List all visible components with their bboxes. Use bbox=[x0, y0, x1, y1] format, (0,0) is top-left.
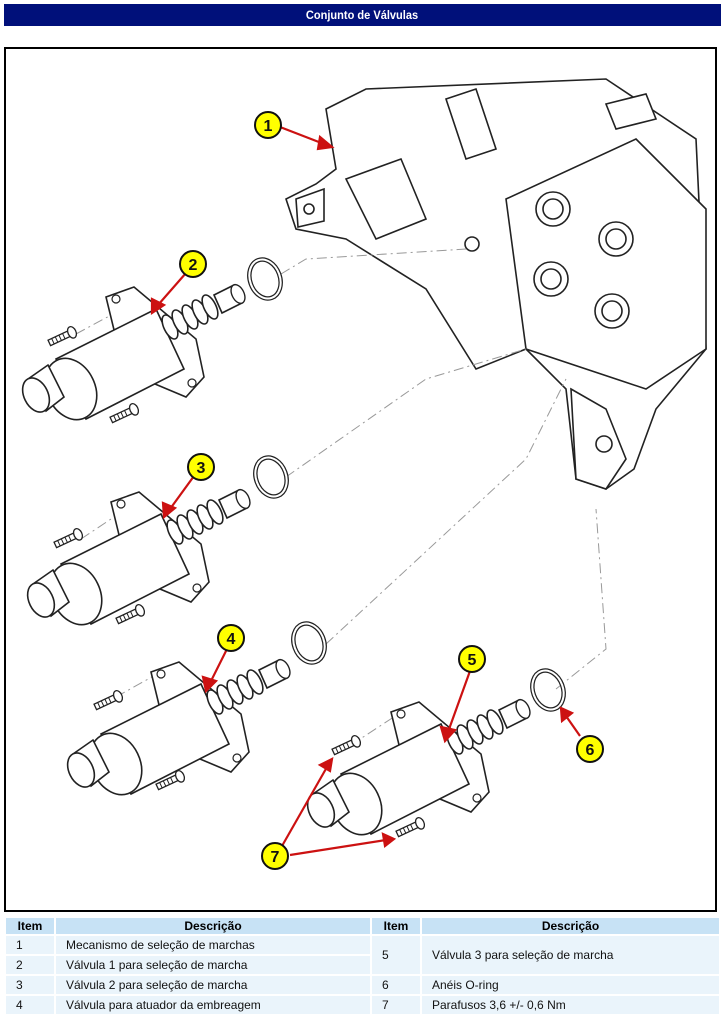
gear-selection-mechanism bbox=[285, 78, 707, 490]
legend-desc: Mecanismo de seleção de marchas bbox=[56, 936, 370, 954]
exploded-view-drawing: 1 2 3 4 5 6 7 bbox=[16, 78, 707, 870]
callout-number: 2 bbox=[189, 257, 198, 274]
legend-desc: Válvula 1 para seleção de marcha bbox=[56, 956, 370, 974]
legend-item: 4 bbox=[6, 996, 54, 1014]
legend-desc: Parafusos 3,6 +/- 0,6 Nm bbox=[422, 996, 719, 1014]
legend-row: 2 Válvula 1 para seleção de marcha bbox=[6, 956, 719, 974]
callout-5: 5 bbox=[458, 645, 486, 673]
header-desc-right: Descrição bbox=[422, 918, 719, 934]
legend-row: 4 Válvula para atuador da embreagem 7 Pa… bbox=[6, 996, 719, 1014]
legend-item: 7 bbox=[372, 996, 420, 1014]
valve-assembly-figure: 1 2 3 4 5 6 7 bbox=[4, 47, 717, 912]
callout-number: 7 bbox=[271, 849, 280, 866]
o-ring bbox=[288, 619, 330, 667]
legend-row: 1 Mecanismo de seleção de marchas 5 Válv… bbox=[6, 936, 719, 974]
legend-header-row: Item Descrição Item Descrição bbox=[6, 918, 719, 934]
title-bar: Conjunto de Válvulas bbox=[4, 4, 721, 26]
header-item-right: Item bbox=[372, 918, 420, 934]
callout-1: 1 bbox=[254, 111, 282, 139]
legend-item: 2 bbox=[6, 956, 54, 974]
header-item-left: Item bbox=[6, 918, 54, 934]
bolt bbox=[92, 688, 125, 714]
callout-3: 3 bbox=[187, 453, 215, 481]
callout-number: 6 bbox=[586, 742, 595, 759]
legend-desc: Válvula 2 para seleção de marcha bbox=[56, 976, 370, 994]
o-ring bbox=[250, 453, 292, 501]
callout-number: 1 bbox=[264, 118, 273, 135]
legend-item: 5 bbox=[372, 936, 420, 974]
callout-number: 3 bbox=[197, 460, 206, 477]
callout-7: 7 bbox=[261, 842, 289, 870]
legend-item: 3 bbox=[6, 976, 54, 994]
legend-row: 3 Válvula 2 para seleção de marcha 6 Ané… bbox=[6, 976, 719, 994]
callout-number: 5 bbox=[468, 652, 477, 669]
o-ring bbox=[527, 666, 569, 714]
legend-desc: Válvula para atuador da embreagem bbox=[56, 996, 370, 1014]
legend-table: Item Descrição Item Descrição 1 Mecanism… bbox=[4, 916, 721, 1016]
legend-desc: Anéis O-ring bbox=[422, 976, 719, 994]
header-desc-left: Descrição bbox=[56, 918, 370, 934]
callout-6: 6 bbox=[576, 735, 604, 763]
callout-number: 4 bbox=[227, 631, 236, 648]
callout-4: 4 bbox=[217, 624, 245, 652]
bolt bbox=[52, 526, 85, 552]
bolt bbox=[46, 324, 79, 350]
o-ring bbox=[244, 255, 286, 303]
legend-desc: Válvula 3 para seleção de marcha bbox=[422, 936, 719, 974]
legend-item: 6 bbox=[372, 976, 420, 994]
legend-item: 1 bbox=[6, 936, 54, 954]
bolt bbox=[330, 733, 363, 759]
callout-2: 2 bbox=[179, 250, 207, 278]
page-title: Conjunto de Válvulas bbox=[306, 8, 419, 22]
